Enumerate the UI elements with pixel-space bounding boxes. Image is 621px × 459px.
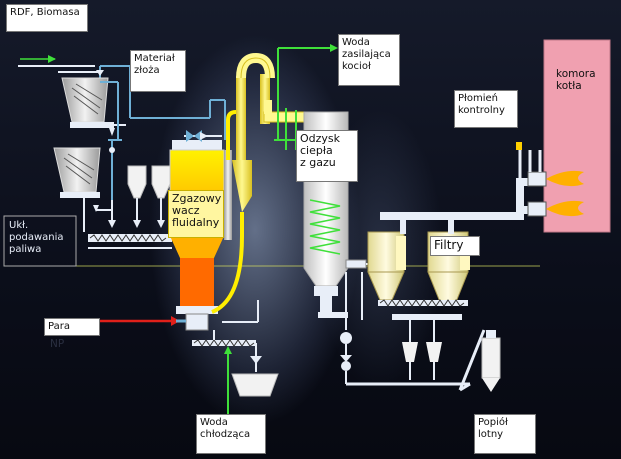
label-gasifier: Zgazowy wacz fluidalny — [168, 190, 224, 238]
fuel-inlet — [18, 55, 130, 82]
fuel-hopper-upper — [61, 77, 126, 128]
bottom-ash-system — [185, 300, 279, 397]
fuel-hopper-lower — [53, 147, 101, 198]
label-pilot-flame: Płomień kontrolny — [454, 90, 518, 128]
cooling-water-inlet — [224, 346, 232, 416]
label-fuel-feed-system: Ukł. podawania paliwa — [9, 220, 64, 255]
screw-conveyor — [88, 234, 180, 249]
label-filters: Filtry — [430, 236, 480, 256]
gas-header — [380, 178, 546, 234]
gas-duct — [224, 110, 240, 240]
flame-lower-icon — [546, 200, 584, 217]
burners — [516, 142, 547, 217]
flame-upper-icon — [546, 170, 584, 187]
label-rdf-biomass: RDF, Biomasa — [6, 4, 88, 32]
label-fly-ash: Popiół lotny — [474, 414, 536, 454]
boiler-chamber — [543, 39, 611, 233]
feed-water-pipe — [274, 44, 338, 150]
label-bed-material: Materiał złoża — [130, 50, 186, 92]
label-heat-recovery: Odzysk ciepła z gazu — [296, 130, 358, 182]
steam-inlet — [100, 316, 186, 326]
additive-hoppers — [108, 165, 171, 228]
ash-conveyors — [318, 272, 470, 386]
cyclone — [211, 52, 275, 314]
filter-1 — [367, 231, 406, 301]
fuel-feed-box — [3, 215, 77, 267]
ash-silos — [402, 320, 501, 392]
label-feed-water: Woda zasilająca kocioł — [338, 34, 400, 86]
label-cooling-water: Woda chłodząca — [196, 414, 266, 454]
label-steam: Para — [44, 318, 100, 336]
cross-duct — [263, 100, 305, 123]
